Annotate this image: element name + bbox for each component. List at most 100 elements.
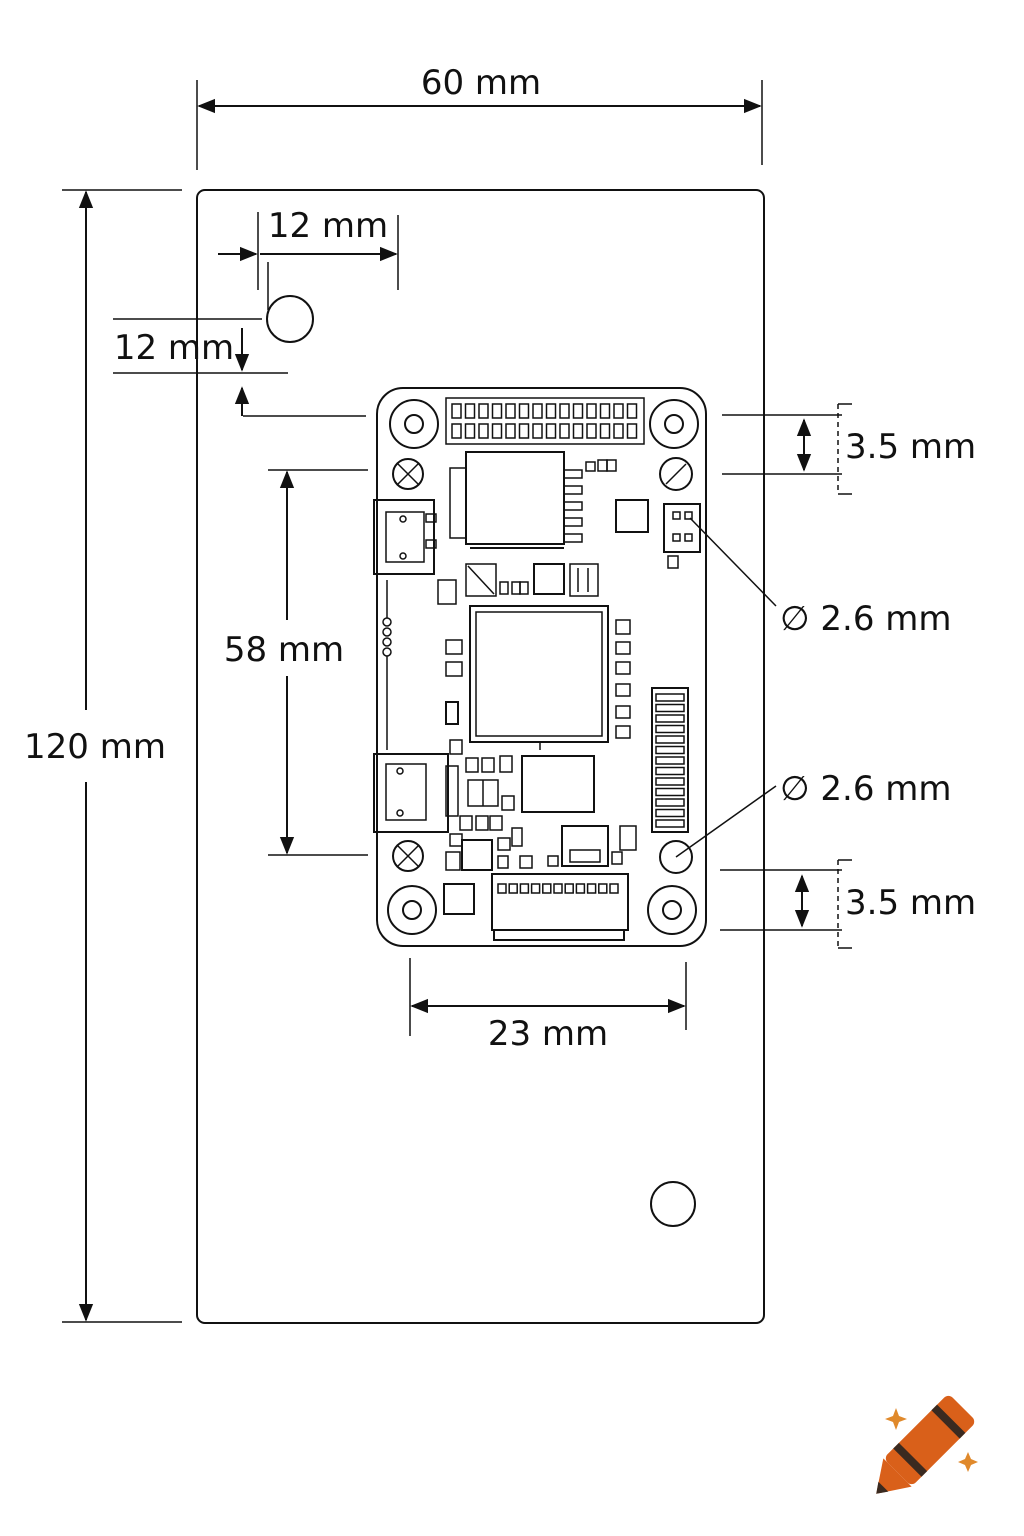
pcb-mount-hole-bottom-left: [387, 885, 437, 935]
usb-connector-upper: [373, 499, 437, 575]
header-pin: [478, 423, 489, 439]
usb-connector-lower: [373, 753, 459, 833]
strip-pin: [655, 745, 685, 755]
dimension-hole-pitch-horizontal: 23 mm: [409, 958, 687, 1054]
strip-pin: [655, 766, 685, 776]
strip-pin: [655, 735, 685, 744]
small-components-upper: [437, 563, 599, 605]
callout-hole-diameter-bottom: ∅ 2.6 mm: [675, 769, 952, 858]
dimension-hole-offset-x: 12 mm: [218, 206, 399, 310]
header-pin: [626, 423, 638, 439]
plate-width-label: 60 mm: [421, 63, 541, 103]
header-pin: [451, 423, 462, 439]
screw-hole-right-lower: [659, 840, 693, 874]
screw-hole-right-upper: [659, 457, 693, 491]
screw-hole-left-upper: [392, 458, 424, 490]
passives-left: [445, 639, 463, 755]
header-pin: [559, 423, 570, 439]
chip-top: [449, 451, 649, 549]
small-components-lower: [445, 755, 637, 871]
pin-header: [445, 397, 645, 445]
strip-pin: [655, 798, 685, 807]
header-pin: [586, 403, 597, 419]
header-pin: [613, 403, 624, 419]
strip-pin: [655, 724, 685, 734]
pcb-mount-hole-top-left: [389, 399, 439, 449]
header-pin: [518, 423, 530, 439]
jumper-connector: [663, 503, 701, 569]
strip-pin: [655, 693, 685, 702]
pcb-mount-hole-top-right: [649, 399, 699, 449]
crayon-logo-icon: [876, 1395, 975, 1494]
strip-pin: [655, 714, 685, 723]
header-pin: [599, 423, 611, 439]
side-connector-strip: [651, 687, 689, 833]
plate-height-label: 120 mm: [24, 727, 166, 767]
header-pin: [613, 423, 624, 439]
ffc-pin: [519, 883, 530, 894]
header-pin: [505, 423, 516, 439]
strip-pin: [655, 808, 685, 818]
ffc-pin: [609, 883, 619, 894]
ffc-pin: [598, 883, 608, 894]
header-pin: [491, 423, 503, 439]
header-pin: [545, 403, 557, 419]
strip-pin: [655, 777, 685, 786]
dimension-plate-height: 120 mm: [24, 189, 182, 1323]
header-pin: [451, 403, 462, 419]
strip-pin: [655, 756, 685, 765]
header-pin: [559, 403, 570, 419]
mounting-plate: [196, 189, 765, 1324]
ffc-pin: [553, 883, 563, 894]
ffc-pin: [508, 883, 518, 894]
header-pin: [518, 403, 530, 419]
header-pin: [532, 403, 543, 419]
ffc-pin: [542, 883, 552, 894]
header-pin: [586, 423, 597, 439]
header-pin: [478, 403, 489, 419]
bottom-ffc-connector: [443, 873, 629, 941]
pcb-mount-hole-bottom-right: [647, 885, 697, 935]
hole-diameter-top-label: ∅ 2.6 mm: [780, 599, 952, 639]
ffc-pin: [586, 883, 597, 894]
plate-hole-top-left: [266, 295, 314, 343]
pcb-board: [373, 387, 707, 947]
hole-diameter-bottom-label: ∅ 2.6 mm: [780, 769, 952, 809]
dimension-hole-offset-y: 12 mm: [113, 318, 366, 417]
header-pin: [572, 423, 584, 439]
header-pin: [572, 403, 584, 419]
passives-right: [615, 619, 631, 739]
header-pin: [505, 403, 516, 419]
header-pin: [545, 423, 557, 439]
hole-pitch-vertical-label: 58 mm: [224, 630, 344, 670]
processor-chip: [469, 605, 609, 750]
strip-pin: [655, 819, 685, 828]
hole-pitch-horizontal-label: 23 mm: [488, 1014, 608, 1054]
ffc-pin: [564, 883, 574, 894]
callout-hole-diameter-top: ∅ 2.6 mm: [689, 517, 952, 639]
strip-pin: [655, 787, 685, 797]
strip-pin: [655, 703, 685, 713]
header-pin: [532, 423, 543, 439]
hole-offset-x-label: 12 mm: [268, 206, 388, 246]
dimension-hole-pitch-vertical: 58 mm: [224, 469, 368, 856]
edge-offset-top-label: 3.5 mm: [845, 427, 976, 467]
ffc-pin: [530, 883, 541, 894]
sparkle-icon: [885, 1408, 978, 1472]
screw-hole-left-lower: [392, 840, 424, 872]
header-pin: [491, 403, 503, 419]
dimension-edge-offset-top: 3.5 mm: [722, 403, 976, 495]
header-pin: [599, 403, 611, 419]
plate-hole-bottom-right: [650, 1181, 696, 1227]
ffc-pin: [575, 883, 586, 894]
hole-offset-y-label: 12 mm: [114, 328, 234, 368]
header-pin: [626, 403, 638, 419]
edge-offset-bottom-label: 3.5 mm: [845, 883, 976, 923]
inductor-beads: [382, 580, 392, 750]
dimension-edge-offset-bottom: 3.5 mm: [720, 859, 976, 949]
ffc-pin: [497, 883, 507, 894]
dimension-plate-width: 60 mm: [196, 63, 763, 170]
header-pin: [464, 423, 476, 439]
header-pin: [464, 403, 476, 419]
